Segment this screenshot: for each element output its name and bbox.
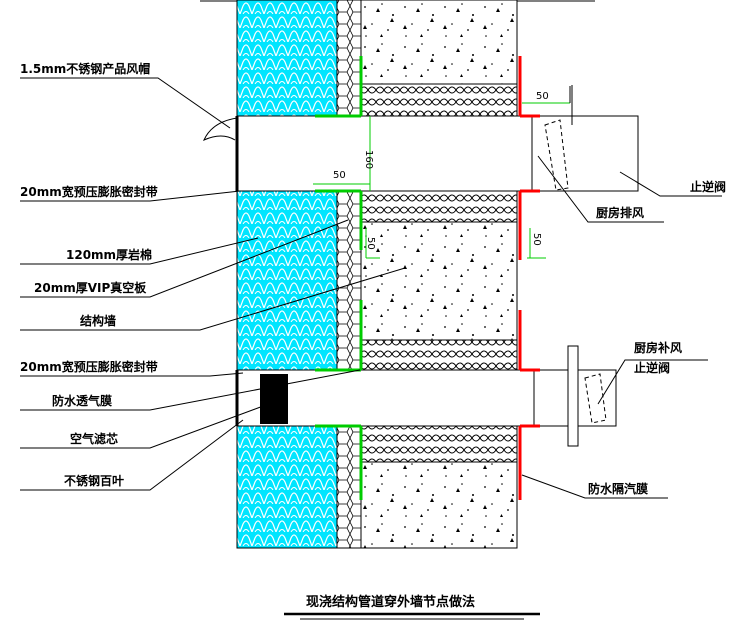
rock-wool-lower	[236, 425, 338, 549]
concrete-lower	[360, 461, 518, 549]
air-filter-block	[260, 374, 288, 424]
label-kitchen-supply: 厨房补风	[634, 340, 682, 355]
dim-50-top-right: 50	[536, 91, 549, 102]
green-membranes	[315, 56, 363, 500]
vip-board-lower	[336, 425, 362, 549]
louver-hood-shape	[203, 117, 238, 141]
seal-band-1	[360, 83, 518, 117]
drawing-title: 现浇结构管道穿外墙节点做法	[306, 594, 475, 610]
label-kitchen-exhaust: 厨房排风	[596, 205, 644, 220]
red-membranes	[518, 56, 540, 500]
upper-check-valve	[531, 115, 639, 192]
dim-50-left: 50	[333, 170, 346, 181]
label-stainless-louver: 不锈钢百叶	[64, 473, 124, 488]
label-structural-wall: 结构墙	[80, 313, 116, 328]
vip-board-upper	[336, 0, 362, 117]
right-leader-lines	[521, 155, 722, 499]
concrete-middle	[360, 221, 518, 341]
label-check-valve-top: 止逆阀	[690, 179, 726, 194]
left-leader-lines	[20, 77, 406, 491]
concrete-upper	[360, 0, 518, 85]
seal-band-3	[360, 339, 518, 371]
label-check-valve-bottom: 止逆阀	[634, 360, 670, 375]
label-rock-wool: 120mm厚岩棉	[66, 247, 152, 262]
rock-wool-middle	[236, 190, 338, 371]
rock-wool-upper	[236, 0, 338, 117]
label-air-filter: 空气滤芯	[70, 431, 118, 446]
dim-50-mid: 50	[365, 237, 376, 250]
label-vip-board: 20mm厚VIP真空板	[34, 280, 147, 295]
label-seal-strip-top: 20mm宽预压膨胀密封带	[20, 184, 158, 199]
lower-duct	[235, 345, 617, 447]
label-louver-hood: 1.5mm不锈钢产品风帽	[20, 61, 150, 76]
dim-160: 160	[363, 150, 374, 169]
wall-layers	[236, 0, 518, 549]
label-waterproof-vapor: 防水隔汽膜	[588, 481, 648, 496]
upper-duct	[235, 115, 639, 192]
vip-board-middle	[336, 190, 362, 371]
seal-band-4	[360, 425, 518, 463]
dim-50-right: 50	[531, 233, 542, 246]
label-waterproof-breathable: 防水透气膜	[52, 393, 112, 408]
seal-band-2	[360, 190, 518, 223]
label-seal-strip-bottom: 20mm宽预压膨胀密封带	[20, 359, 158, 374]
dimension-lines	[313, 102, 570, 259]
